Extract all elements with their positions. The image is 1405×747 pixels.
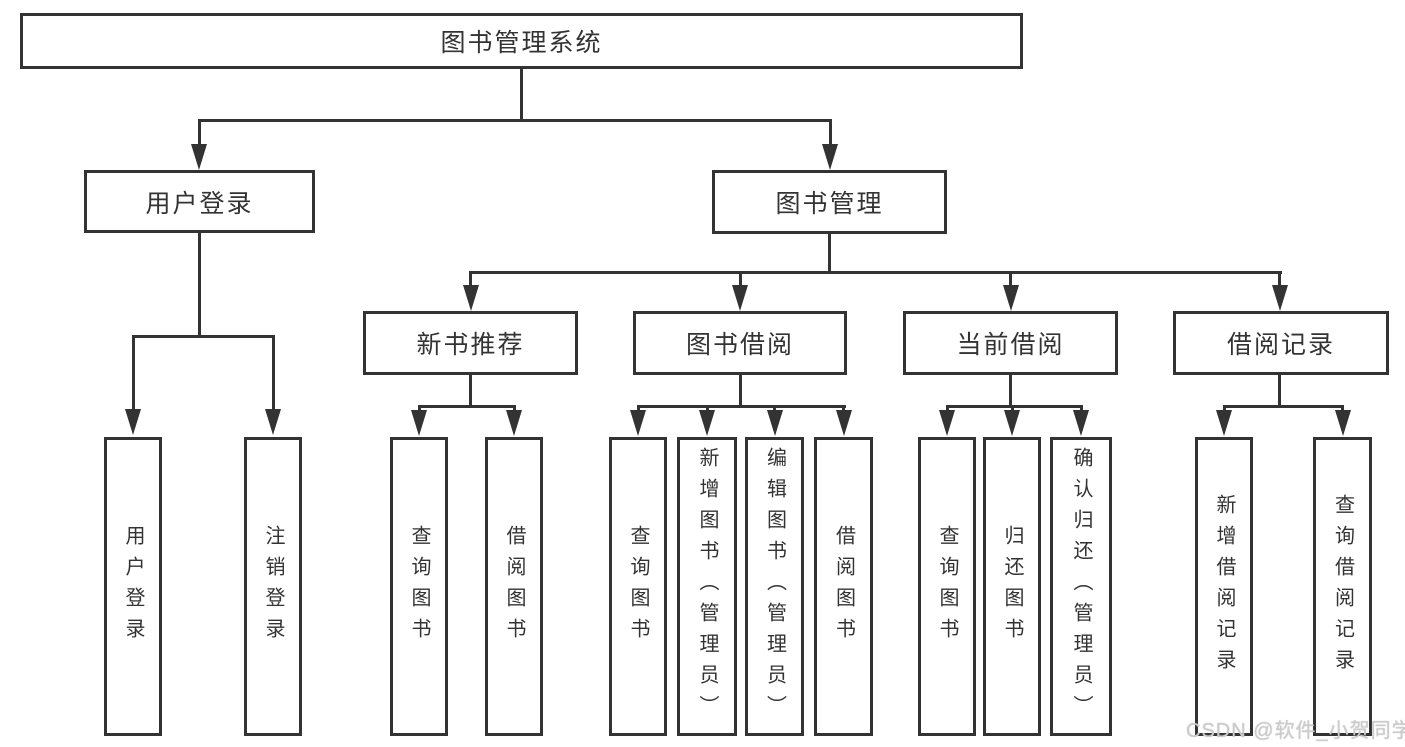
- arrowhead: [822, 144, 838, 170]
- leaf-query-books-newbook-label: 查询图书: [408, 524, 430, 649]
- connector: [828, 234, 831, 273]
- connector: [946, 405, 949, 412]
- connector: [272, 335, 275, 411]
- connector: [520, 69, 523, 121]
- node-new-book-recommend: 新书推荐: [363, 311, 578, 375]
- leaf-query-books-borrow: 查询图书: [609, 437, 667, 736]
- connector: [198, 119, 832, 122]
- arrowhead: [1216, 410, 1232, 436]
- leaf-query-books-current: 查询图书: [918, 437, 976, 736]
- connector: [132, 335, 275, 338]
- node-user-login: 用户登录: [84, 170, 315, 233]
- connector: [513, 405, 516, 412]
- leaf-borrow-books-newbook-label: 借阅图书: [503, 524, 525, 649]
- leaf-query-books-current-label: 查询图书: [936, 524, 958, 649]
- arrowhead: [836, 410, 852, 436]
- node-book-management: 图书管理: [712, 170, 947, 234]
- arrowhead: [411, 410, 427, 436]
- connector: [1223, 405, 1226, 412]
- node-borrowing-records-label: 借阅记录: [1226, 331, 1335, 359]
- leaf-add-books-admin: 新增图书（管理员）: [677, 437, 737, 736]
- leaf-borrow-books: 借阅图书: [814, 437, 873, 736]
- node-current-borrowing: 当前借阅: [903, 311, 1118, 375]
- leaf-query-borrow-record-label: 查询借阅记录: [1331, 493, 1354, 680]
- leaf-edit-books-admin-label: 编辑图书（管理员）: [763, 447, 786, 726]
- connector: [418, 405, 516, 408]
- leaf-return-books-label: 归还图书: [1001, 524, 1023, 649]
- leaf-return-books: 归还图书: [983, 437, 1041, 736]
- node-user-login-label: 用户登录: [145, 189, 254, 218]
- arrowhead: [1073, 410, 1089, 436]
- leaf-query-books-newbook: 查询图书: [390, 437, 448, 736]
- leaf-confirm-return-admin-label: 确认归还（管理员）: [1070, 447, 1092, 726]
- connector: [773, 405, 776, 412]
- arrowhead: [699, 410, 715, 436]
- node-root: 图书管理系统: [20, 13, 1023, 69]
- connector: [1080, 405, 1083, 412]
- leaf-user-login-label: 用户登录: [122, 524, 144, 649]
- connector: [469, 271, 1282, 274]
- connector: [1341, 405, 1344, 412]
- leaf-edit-books-admin: 编辑图书（管理员）: [745, 437, 804, 736]
- connector: [739, 271, 742, 286]
- arrowhead: [463, 285, 479, 311]
- connector: [637, 405, 846, 408]
- connector: [469, 271, 472, 286]
- arrowhead: [1004, 410, 1020, 436]
- arrowhead: [939, 410, 955, 436]
- leaf-add-borrow-record-label: 新增借阅记录: [1213, 493, 1235, 680]
- connector: [1278, 271, 1281, 286]
- arrowhead: [1335, 410, 1351, 436]
- arrowhead: [125, 409, 141, 435]
- connector: [1009, 271, 1012, 286]
- leaf-user-login: 用户登录: [104, 437, 162, 736]
- node-borrowing-records: 借阅记录: [1173, 311, 1389, 375]
- arrowhead: [767, 410, 783, 436]
- connector: [739, 375, 742, 407]
- node-new-book-recommend-label: 新书推荐: [416, 331, 525, 359]
- leaf-logout: 注销登录: [244, 437, 302, 736]
- connector: [418, 405, 421, 412]
- arrowhead: [1272, 285, 1288, 311]
- connector: [132, 335, 135, 411]
- leaf-borrow-books-newbook: 借阅图书: [485, 437, 543, 736]
- connector: [198, 119, 201, 146]
- leaf-add-borrow-record: 新增借阅记录: [1195, 437, 1253, 736]
- connector: [637, 405, 640, 412]
- node-book-management-label: 图书管理: [775, 190, 884, 218]
- leaf-logout-label: 注销登录: [262, 524, 284, 649]
- leaf-borrow-books-label: 借阅图书: [832, 524, 855, 649]
- csdn-watermark: CSDN @软件_小贺同学: [1186, 720, 1405, 742]
- connector: [1223, 405, 1344, 408]
- leaf-add-books-admin-label: 新增图书（管理员）: [696, 447, 718, 726]
- arrowhead: [506, 410, 522, 436]
- leaf-query-books-borrow-label: 查询图书: [627, 524, 649, 649]
- arrowhead: [630, 410, 646, 436]
- connector: [1011, 405, 1014, 412]
- node-current-borrowing-label: 当前借阅: [956, 331, 1065, 359]
- node-book-borrowing-label: 图书借阅: [685, 331, 794, 359]
- arrowhead: [1003, 285, 1019, 311]
- leaf-query-borrow-record: 查询借阅记录: [1313, 437, 1372, 736]
- connector: [469, 375, 472, 407]
- leaf-confirm-return-admin: 确认归还（管理员）: [1050, 437, 1112, 736]
- node-book-borrowing: 图书借阅: [633, 311, 847, 375]
- connector: [842, 405, 845, 412]
- connector: [946, 405, 1083, 408]
- arrowhead: [191, 144, 207, 170]
- arrowhead: [732, 285, 748, 311]
- node-root-label: 图书管理系统: [440, 29, 603, 57]
- connector: [1278, 375, 1281, 407]
- connector: [829, 119, 832, 146]
- connector: [1009, 375, 1012, 407]
- arrowhead: [265, 409, 281, 435]
- connector: [706, 405, 709, 412]
- connector: [198, 233, 201, 337]
